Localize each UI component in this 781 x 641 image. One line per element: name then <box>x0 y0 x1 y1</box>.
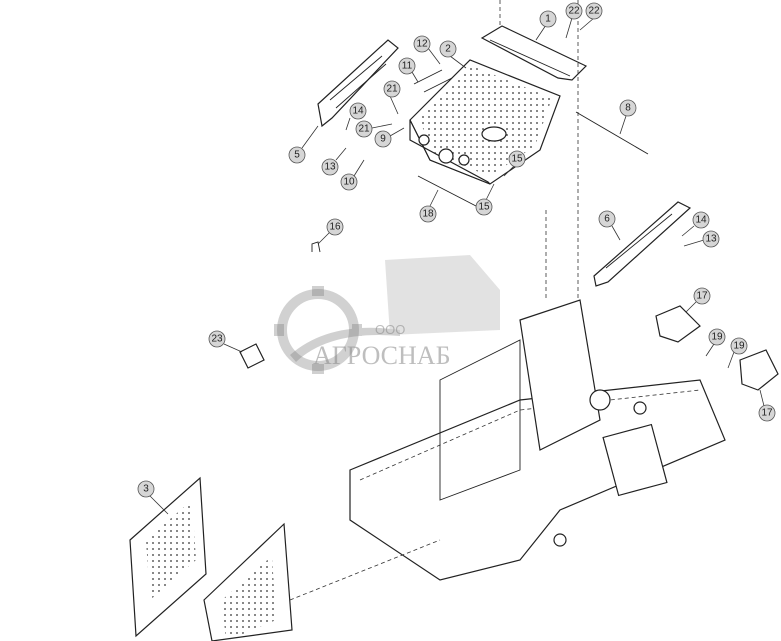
watermark-prefix: ООО <box>375 322 405 337</box>
callout-14-left: 14 <box>345 102 367 131</box>
svg-text:8: 8 <box>625 103 631 114</box>
svg-text:17: 17 <box>761 408 773 419</box>
svg-text:6: 6 <box>604 214 610 225</box>
svg-text:15: 15 <box>511 154 523 165</box>
callout-13-right: 13 <box>683 230 720 248</box>
watermark-company-name: АГРОСНАБ <box>313 341 451 370</box>
svg-text:18: 18 <box>422 209 434 220</box>
callout-9: 9 <box>374 127 405 148</box>
svg-text:19: 19 <box>733 341 745 352</box>
part-11-12-bolts <box>413 69 453 93</box>
callout-11: 11 <box>398 57 419 83</box>
callout-6: 6 <box>598 210 621 241</box>
callout-19-b: 19 <box>727 337 748 369</box>
callout-15-lower: 15 <box>475 183 495 216</box>
svg-text:14: 14 <box>695 215 707 226</box>
callout-18: 18 <box>419 189 439 223</box>
part-23-small-bracket <box>239 343 265 369</box>
callout-23: 23 <box>208 330 243 353</box>
callout-2: 2 <box>439 40 467 69</box>
callout-8: 8 <box>619 99 637 135</box>
svg-text:12: 12 <box>416 39 428 50</box>
svg-text:3: 3 <box>143 484 149 495</box>
svg-text:17: 17 <box>696 291 708 302</box>
part-3-left-panel <box>129 476 207 638</box>
callout-13-left: 13 <box>321 147 347 176</box>
callout-1: 1 <box>535 10 557 41</box>
svg-text:10: 10 <box>343 177 355 188</box>
part-17-plate-lower <box>739 349 779 391</box>
part-5-left-side-cover <box>317 39 399 128</box>
callout-14-right: 14 <box>681 211 710 237</box>
part-1-bracket <box>480 0 588 81</box>
callout-15-upper: 15 <box>503 150 526 177</box>
part-8-rod <box>575 111 649 155</box>
svg-text:13: 13 <box>324 162 336 173</box>
part-16-clip <box>311 241 321 253</box>
callout-19-a: 19 <box>705 328 726 357</box>
callout-17-upper: 17 <box>685 287 711 313</box>
callout-12: 12 <box>413 35 441 65</box>
callout-21-b: 21 <box>355 120 393 138</box>
svg-text:15: 15 <box>478 202 490 213</box>
main-frame <box>349 0 726 581</box>
svg-text:22: 22 <box>588 6 600 17</box>
callout-3: 3 <box>137 480 169 515</box>
svg-text:21: 21 <box>386 84 398 95</box>
callout-10: 10 <box>340 159 365 191</box>
svg-text:11: 11 <box>402 61 413 72</box>
part-3-right-panel <box>203 522 441 641</box>
svg-text:13: 13 <box>705 234 717 245</box>
svg-text:19: 19 <box>711 332 723 343</box>
svg-text:22: 22 <box>568 6 580 17</box>
part-6-right-side-cover <box>593 201 692 287</box>
svg-text:9: 9 <box>380 134 386 145</box>
svg-text:5: 5 <box>294 150 300 161</box>
callout-17-lower: 17 <box>758 389 776 422</box>
callout-22-b: 22 <box>579 2 603 31</box>
part-18-strip <box>417 175 477 207</box>
svg-text:21: 21 <box>358 124 370 135</box>
part-17-plate-upper <box>655 305 701 343</box>
callout-21-a: 21 <box>383 80 401 115</box>
part-2-perforated-cover <box>409 59 561 185</box>
callout-5: 5 <box>288 125 319 164</box>
svg-text:14: 14 <box>352 106 364 117</box>
company-logo-watermark: ООО АГРОСНАБ <box>274 255 500 374</box>
svg-text:16: 16 <box>329 222 341 233</box>
svg-text:2: 2 <box>445 44 451 55</box>
svg-text:23: 23 <box>211 334 223 345</box>
callout-16: 16 <box>317 218 344 245</box>
callout-22-a: 22 <box>565 2 583 39</box>
svg-text:1: 1 <box>545 14 551 25</box>
